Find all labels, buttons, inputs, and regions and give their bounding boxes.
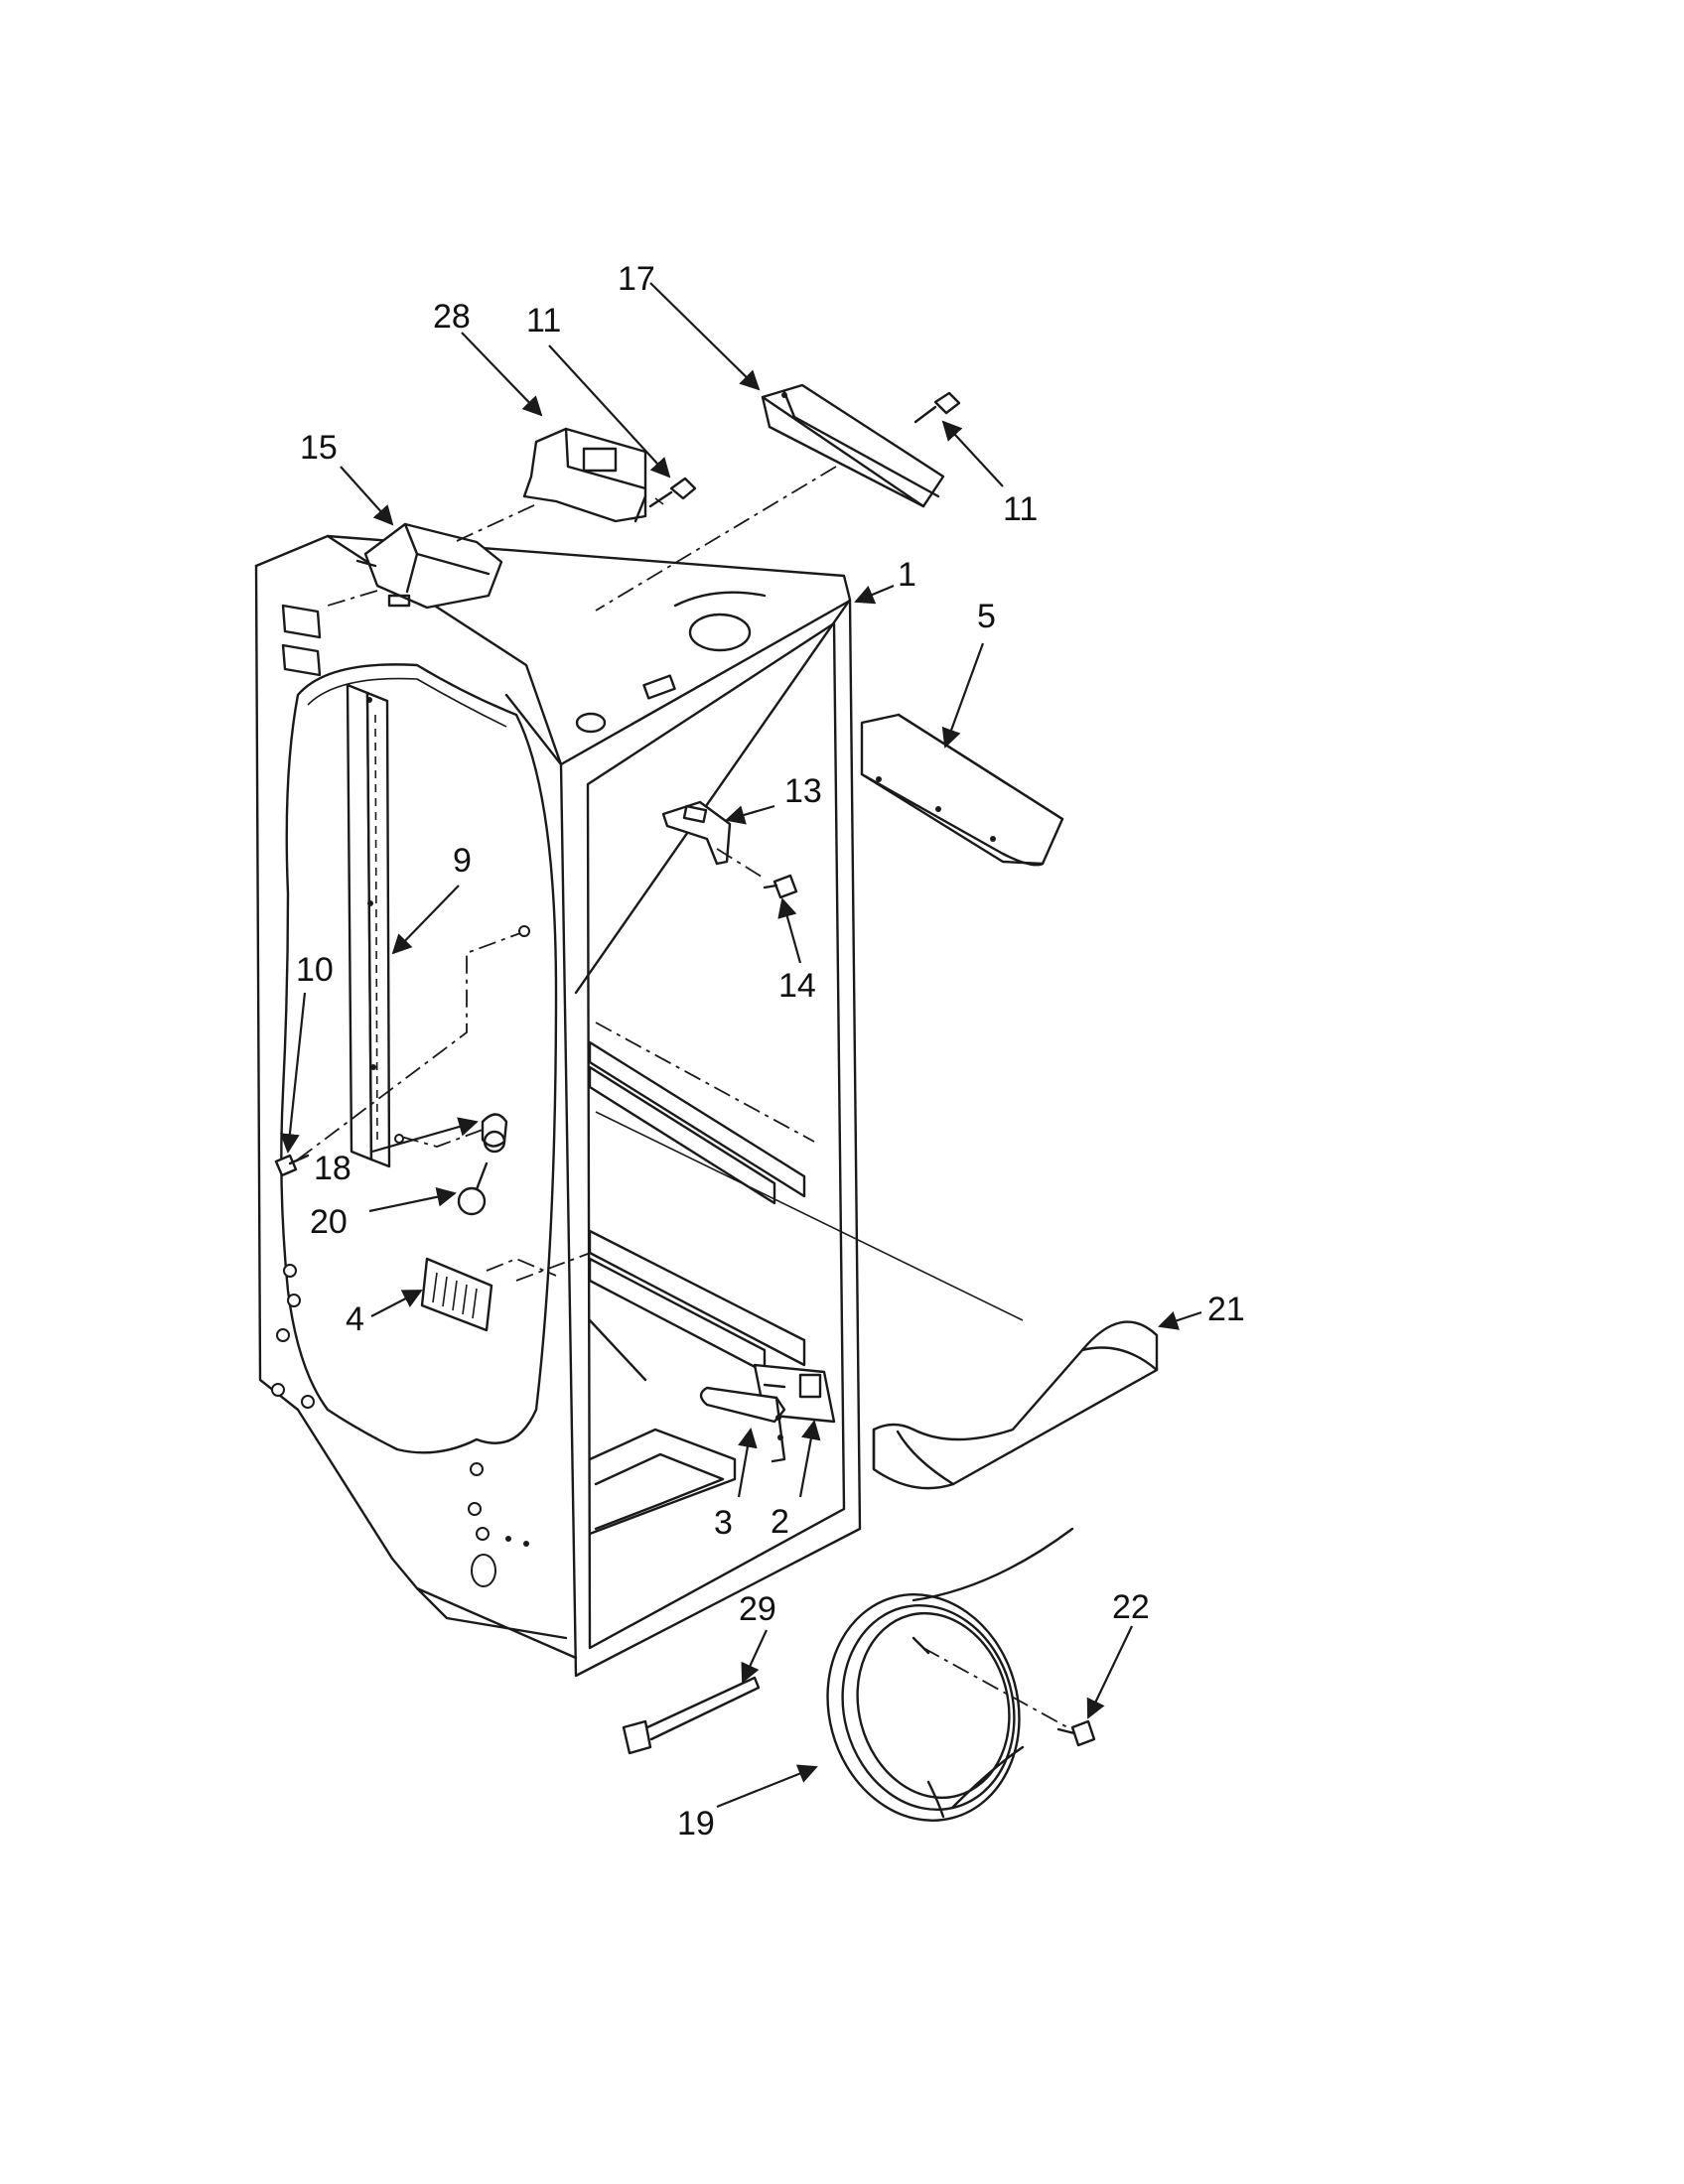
callout-22: 22 xyxy=(1112,1588,1150,1626)
callout-1: 1 xyxy=(898,556,916,594)
cable-tie xyxy=(622,1676,761,1755)
bracket-3 xyxy=(699,1386,786,1463)
control-housing xyxy=(327,503,537,610)
screw-10 xyxy=(274,925,530,1177)
callout-17: 17 xyxy=(618,260,655,298)
callout-2: 2 xyxy=(771,1503,789,1541)
screw-11-right xyxy=(913,391,961,424)
callout-3: 3 xyxy=(714,1504,733,1542)
vertical-rail xyxy=(346,683,391,1168)
screw-22 xyxy=(1056,1719,1096,1747)
callout-9: 9 xyxy=(453,842,472,880)
top-rail xyxy=(595,383,945,612)
light-socket xyxy=(394,1113,508,1154)
callout-11-left: 11 xyxy=(526,302,561,340)
callout-29: 29 xyxy=(739,1590,776,1628)
mounting-bracket xyxy=(522,427,647,523)
tubing-coil xyxy=(826,1527,1074,1822)
side-channel xyxy=(860,713,1064,867)
leader-lines xyxy=(280,282,1202,1809)
vent-grille xyxy=(420,1257,557,1332)
screw-14 xyxy=(763,874,798,899)
callout-15: 15 xyxy=(300,429,338,467)
callout-13: 13 xyxy=(784,772,822,810)
cabinet-liner xyxy=(254,534,862,1678)
light-bulb xyxy=(457,1161,489,1216)
shelf-rails xyxy=(588,1040,806,1382)
screw-11-left xyxy=(648,477,697,508)
callout-14: 14 xyxy=(778,967,816,1005)
callout-11-right: 11 xyxy=(1003,490,1038,528)
callout-28: 28 xyxy=(433,298,471,336)
callout-4: 4 xyxy=(346,1300,364,1338)
small-bracket-13 xyxy=(661,800,766,880)
callout-10: 10 xyxy=(296,951,334,989)
callout-labels: 1 2 3 4 5 9 10 11 11 13 14 15 17 18 19 2… xyxy=(296,260,1245,1843)
callout-5: 5 xyxy=(977,598,996,635)
callout-20: 20 xyxy=(310,1203,348,1241)
callout-18: 18 xyxy=(314,1150,351,1187)
callout-19: 19 xyxy=(677,1805,715,1843)
bottom-cover xyxy=(595,1111,1159,1490)
callout-21: 21 xyxy=(1207,1291,1245,1328)
